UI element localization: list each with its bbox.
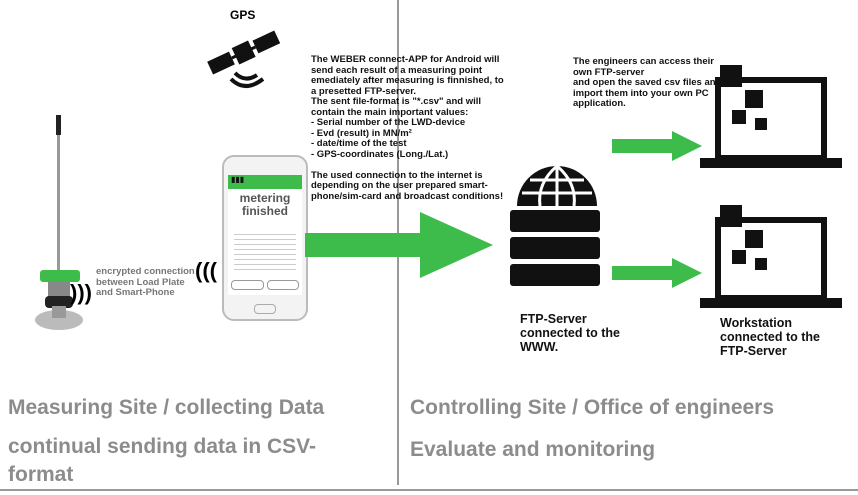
- divider-bottom: [0, 489, 858, 491]
- phone-status-bar: ▮▮▮: [228, 175, 302, 189]
- globe-icon: [517, 164, 597, 207]
- ftp-server-label: FTP-Server connected to the WWW.: [520, 312, 621, 354]
- satellite-icon: [207, 30, 281, 88]
- encrypted-connection-text: encrypted connection between Load Plate …: [96, 266, 195, 298]
- gps-label: GPS: [230, 8, 256, 22]
- phone-screen: ▮▮▮ metering finished: [228, 175, 302, 295]
- right-subheading: Evaluate and monitoring: [410, 438, 656, 461]
- arrow-to-server: [305, 212, 493, 278]
- phone-home-button: [254, 304, 276, 314]
- app-description: The WEBER connect-APP for Android will s…: [311, 54, 504, 202]
- right-heading: Controlling Site / Office of engineers: [410, 396, 775, 419]
- workstation-label: Workstation connected to the FTP-Server: [720, 316, 821, 358]
- laptop-icon: [700, 65, 842, 168]
- left-heading: Measuring Site / collecting Data: [8, 396, 325, 419]
- laptop-icon: [700, 205, 842, 308]
- phone-buttons: [231, 280, 299, 290]
- wireless-icon: ))): [70, 280, 92, 305]
- phone-screen-title: metering finished: [239, 191, 291, 218]
- left-subheading: continual sending data in CSV- format: [8, 435, 317, 486]
- load-plate-device: [35, 115, 83, 330]
- arrow-to-workstation-2: [612, 258, 702, 288]
- smartphone: ▮▮▮ metering finished: [222, 155, 308, 321]
- server-stack-icon: [510, 210, 600, 286]
- arrow-to-workstation-1: [612, 131, 702, 161]
- wireless-icon: (((: [195, 258, 217, 283]
- phone-results-table: [234, 230, 296, 270]
- engineers-description: The engineers can access their own FTP-s…: [573, 56, 722, 109]
